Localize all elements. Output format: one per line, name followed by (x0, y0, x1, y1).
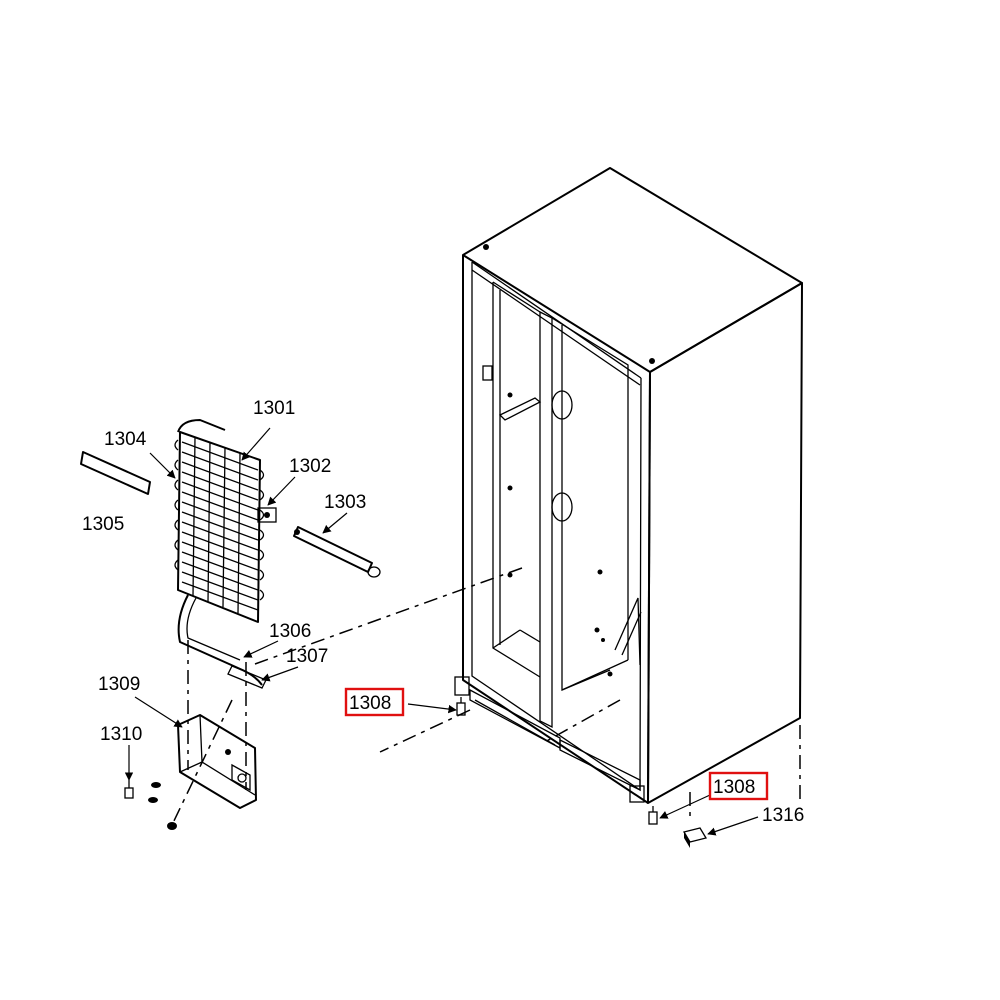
evaporator-coil (174, 419, 277, 686)
highlight-box-1308-left (344, 687, 405, 717)
label-1306: 1306 (269, 621, 311, 642)
screw-1310 (124, 780, 134, 799)
part-labels: 1301 1302 1303 1304 1305 1306 1307 1309 … (82, 398, 804, 826)
label-1316: 1316 (762, 805, 804, 826)
label-1305: 1305 (82, 514, 124, 535)
screw-1308-right (648, 806, 658, 825)
label-1303: 1303 (324, 492, 366, 513)
screws (124, 697, 708, 848)
label-1310: 1310 (100, 724, 142, 745)
label-1307: 1307 (286, 646, 328, 667)
label-1301: 1301 (253, 398, 295, 419)
assembly-center-lines (171, 567, 621, 826)
screw-1308-left (456, 697, 466, 716)
defrost-heater (293, 526, 381, 578)
label-1304: 1304 (104, 429, 147, 450)
label-1308-left: 1308 (349, 693, 391, 714)
label-1308-right: 1308 (713, 777, 755, 798)
insulation-strip (80, 451, 151, 495)
refrigerator-cabinet (454, 167, 803, 820)
label-1309: 1309 (98, 674, 140, 695)
highlight-box-1308-right (708, 771, 769, 801)
leader-lines (124, 427, 759, 836)
label-1302: 1302 (289, 456, 331, 477)
leveler-foot-1316 (682, 827, 708, 848)
bottom-bracket (177, 714, 257, 809)
drain-tube (227, 665, 267, 689)
